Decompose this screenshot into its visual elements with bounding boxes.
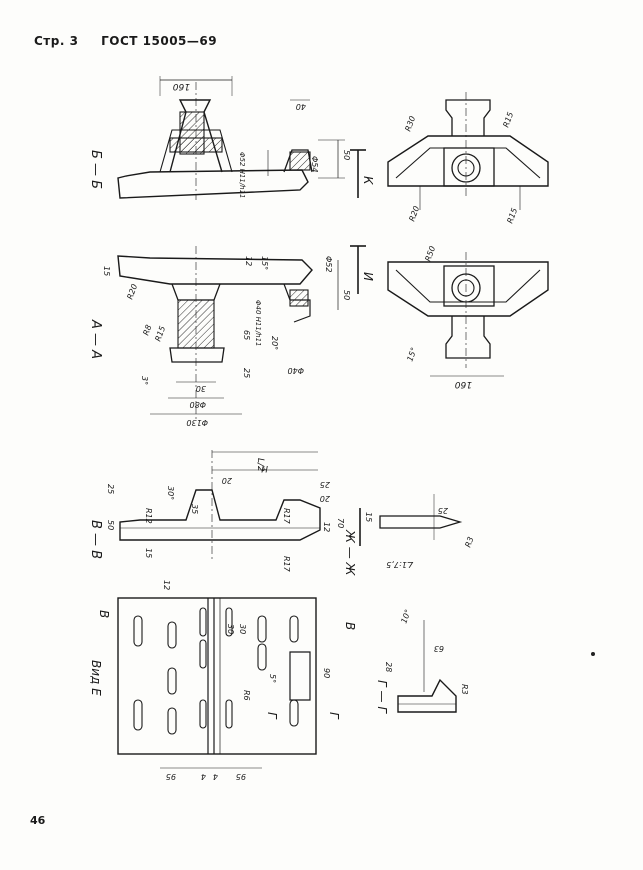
dim-40h: Φ40 Н11/h11 xyxy=(254,300,262,347)
dim-20-vv-b: 20 xyxy=(320,494,330,503)
dim-3deg: 3° xyxy=(140,376,149,385)
dim-r15-aa: R15 xyxy=(153,325,167,343)
section-gg-drawing xyxy=(397,620,457,713)
dim-35: 35 xyxy=(190,504,199,514)
dim-12-vv-b: 12 xyxy=(162,580,171,590)
dim-r15-top: R15 xyxy=(501,111,515,129)
dim-15-zhzh: 15 xyxy=(364,512,373,522)
label-arrow-k: К xyxy=(361,176,375,185)
dim-d80: Φ80 xyxy=(190,400,206,409)
label-section-gg: Г — Г xyxy=(375,680,389,714)
label-arrow-v-right: В xyxy=(343,622,357,630)
label-section-vv: В — В xyxy=(88,520,103,559)
dim-d30: 30 xyxy=(196,384,206,393)
label-view-e: Вид Е xyxy=(89,660,103,696)
dim-28: 28 xyxy=(384,662,393,672)
dim-30-e-b: 30 xyxy=(238,624,247,634)
dim-20-vv-a: 20 xyxy=(222,476,232,485)
dim-50-vv: 50 xyxy=(106,520,115,530)
dim-30deg: 30° xyxy=(166,486,175,500)
dim-d40-bottom: Φ40 xyxy=(288,366,304,375)
dim-taper: ∠1:7,5 xyxy=(386,560,414,569)
dim-4-b: 4 xyxy=(213,772,218,781)
view-e-drawing xyxy=(117,597,317,769)
label-section-zhzh: Ж — Ж xyxy=(343,529,357,577)
dim-r3-zhzh: R3 xyxy=(463,536,475,549)
dim-r17-top: R17 xyxy=(282,508,291,525)
dim-52h: Φ52 Н11/h11 xyxy=(238,152,246,199)
dim-r50: R50 xyxy=(423,245,437,263)
page-label: Стр. 3 xyxy=(34,34,79,48)
dim-d130: Φ130 xyxy=(186,418,208,427)
dim-h: H xyxy=(261,463,268,473)
dim-70: 70 xyxy=(336,518,345,528)
dim-r8: R8 xyxy=(141,324,153,337)
page-header: Стр. 3 ГОСТ 15005—69 xyxy=(34,34,235,48)
dim-30-e-a: 30 xyxy=(226,624,235,634)
dim-15deg-mid: 15° xyxy=(405,346,418,362)
view-k-drawing xyxy=(387,92,549,210)
dim-10deg: 10° xyxy=(399,608,412,624)
dim-r20-left: R20 xyxy=(125,283,139,301)
dim-90: 90 xyxy=(322,668,331,678)
dim-54: Φ54 xyxy=(310,156,319,172)
dim-52: Φ52 xyxy=(324,256,333,272)
dim-40: 40 xyxy=(296,102,306,111)
section-vv-drawing xyxy=(119,450,361,560)
dim-r30: R30 xyxy=(403,115,417,133)
dim-50-top: 50 xyxy=(342,150,351,160)
dim-r12: R12 xyxy=(144,508,153,524)
stray-dot xyxy=(591,652,595,656)
dim-r6: R6 xyxy=(242,690,251,701)
label-section-aa: А — А xyxy=(88,319,103,359)
dim-l2: L/2 xyxy=(255,458,265,472)
dim-15deg-aa: 15° xyxy=(260,256,269,270)
page-number: 46 xyxy=(30,814,46,827)
dim-r15-bottom: R15 xyxy=(505,207,519,225)
label-arrow-g-left: Г xyxy=(265,712,279,720)
dim-r20-right: R20 xyxy=(407,205,421,223)
dim-15-vv: 15 xyxy=(144,548,153,558)
dim-12-aa: 12 xyxy=(244,256,253,266)
label-arrow-i: И xyxy=(361,272,375,281)
dim-160-mid: 160 xyxy=(455,379,472,389)
dim-25-vv: 25 xyxy=(106,484,115,494)
section-bb-drawing xyxy=(117,76,366,200)
dim-95-a: 95 xyxy=(166,772,176,781)
dim-65: 65 xyxy=(242,330,251,340)
dim-25-vv-b: 25 xyxy=(320,480,330,489)
standard-code: ГОСТ 15005—69 xyxy=(101,34,218,48)
view-i-drawing xyxy=(387,252,549,377)
label-section-bb: Б — Б xyxy=(88,150,103,189)
section-aa-drawing xyxy=(117,245,366,420)
dim-20deg: 20° xyxy=(270,336,279,350)
dim-r3-gg: R3 xyxy=(460,684,469,695)
section-zhzh-drawing xyxy=(379,494,463,540)
dim-12-vv: 12 xyxy=(322,522,331,532)
dim-4-a: 4 xyxy=(201,772,206,781)
dim-50-aa: 50 xyxy=(342,290,351,300)
dim-95-b: 95 xyxy=(236,772,246,781)
dim-r17-bottom: R17 xyxy=(282,556,291,573)
dim-63: 63 xyxy=(434,644,444,653)
dim-25-aa: 25 xyxy=(242,368,251,378)
dim-5deg: 5° xyxy=(268,674,277,683)
label-arrow-g-right: Г xyxy=(327,712,341,720)
dim-25-zhzh: 25 xyxy=(438,506,448,515)
dim-160-top: 160 xyxy=(173,81,190,91)
dim-15-aa: 15 xyxy=(102,266,111,276)
label-arrow-v-left: В xyxy=(97,610,111,618)
